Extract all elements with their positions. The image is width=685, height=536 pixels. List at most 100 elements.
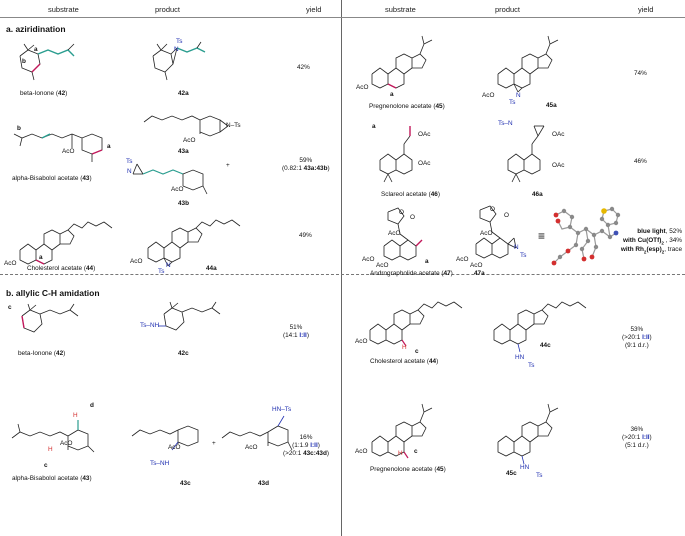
site-label-a: a <box>34 46 38 53</box>
aco-label: AcO <box>480 230 493 237</box>
n-label: N <box>127 168 132 175</box>
ts-n-label: Ts–N <box>498 120 513 127</box>
h-label: H <box>402 344 407 351</box>
hn-ts-label: HN–Ts <box>272 406 292 413</box>
substrate-name: Cholesterol acetate (44) <box>370 358 439 365</box>
molecule-43b <box>132 163 208 195</box>
aco-label: AcO <box>362 256 375 263</box>
molecule-42c <box>158 301 221 331</box>
oac-label: OAc <box>418 160 431 167</box>
site-label-d: d <box>90 402 94 409</box>
h-label-II: H <box>73 412 78 419</box>
molecule-andrographolide-acetate <box>383 207 423 261</box>
header-substrate-left: substrate <box>48 5 79 14</box>
ts-label: Ts <box>528 362 535 369</box>
yield-value: 49% <box>299 232 312 239</box>
product-number: 45c <box>506 470 517 477</box>
product-number: 43c <box>180 480 191 487</box>
molecule-43a <box>143 115 229 137</box>
molecule-beta-ionone <box>19 43 75 81</box>
molecule-alpha-bisabolol-acetate <box>13 133 103 162</box>
n-ts-label: N–Ts <box>226 122 241 129</box>
n-label: N <box>516 92 521 99</box>
product-number: 47a <box>474 270 485 277</box>
molecule-44c <box>493 301 587 353</box>
product-number: 43d <box>258 480 270 487</box>
product-number: 46a <box>532 191 543 198</box>
yield-value: 59% (0.82:1 43a:43b) <box>282 157 330 172</box>
aco-label: AcO <box>171 186 184 193</box>
section-title-amidation: b. allylic C-H amidation <box>6 288 100 298</box>
n-label: N <box>514 244 519 251</box>
aco-label: AcO <box>168 444 181 451</box>
equivalence-sign: ≡ <box>538 229 546 243</box>
molecule-pregnenolone-acetate <box>371 35 433 89</box>
site-label-a: a <box>390 91 394 98</box>
molecule-45c <box>497 403 559 465</box>
o-label: O <box>490 206 495 213</box>
site-label-c: c <box>414 448 418 455</box>
substrate-name: alpha-Bisabolol acetate (43) <box>12 175 92 182</box>
yield-value: 46% <box>634 158 647 165</box>
oac-label: OAc <box>552 131 565 138</box>
product-number: 42a <box>178 90 189 97</box>
molecule-42a <box>152 41 206 81</box>
molecule-46a <box>507 125 545 183</box>
hn-label: HN <box>515 354 525 361</box>
header-yield-right: yield <box>638 5 654 14</box>
oac-label: OAc <box>418 131 431 138</box>
aco-label: AcO <box>355 338 368 345</box>
header-substrate-right: substrate <box>385 5 416 14</box>
aco-label: AcO <box>356 84 369 91</box>
header-yield-left: yield <box>306 5 322 14</box>
o-label: O <box>410 214 415 221</box>
column-divider <box>341 0 342 536</box>
yield-value: 42% <box>297 64 310 71</box>
substrate-name: Sclareol acetate (46) <box>381 191 440 198</box>
aco-label: AcO <box>130 258 143 265</box>
product-number: 43a <box>178 148 189 155</box>
aco-label: AcO <box>62 148 75 155</box>
aco-label: AcO <box>376 262 389 269</box>
o-label: O <box>399 209 404 216</box>
product-number: 44c <box>540 342 551 349</box>
molecule-beta-ionone <box>21 303 79 333</box>
header-divider <box>0 17 685 18</box>
h-label-I: H <box>48 446 53 453</box>
yield-value: 36% (>20:1 I:II) (5:1 d.r.) <box>622 426 652 449</box>
h-label: H <box>398 450 403 457</box>
product-number: 45a <box>546 102 557 109</box>
aco-label: AcO <box>245 444 258 451</box>
o-label: O <box>504 212 509 219</box>
ts-label: Ts <box>126 158 133 165</box>
site-label-a: a <box>372 123 376 130</box>
site-label-c: c <box>8 304 12 311</box>
molecule-47a <box>475 205 517 259</box>
crystal-structure-image <box>551 206 621 266</box>
site-label-c: c <box>415 348 419 355</box>
substrate-name: beta-Ionone (42) <box>18 350 66 357</box>
molecule-cholesterol-acetate <box>369 301 463 347</box>
molecule-alpha-bisabolol-acetate <box>11 420 95 453</box>
aco-label: AcO <box>470 262 483 269</box>
aco-label: AcO <box>4 260 17 267</box>
plus-sign: + <box>226 162 230 169</box>
substrate-name: beta-Ionone (42) <box>20 90 68 97</box>
yield-value: 53% (>20:1 I:II) (9:1 d.r.) <box>622 326 652 349</box>
ts-label: Ts <box>536 472 543 479</box>
site-label-a: a <box>107 143 111 150</box>
substrate-name: Cholesterol acetate (44) <box>27 265 96 272</box>
molecule-pregnenolone-acetate <box>371 403 433 459</box>
molecule-cholesterol-acetate <box>19 221 113 265</box>
product-number: 43b <box>178 200 190 207</box>
aco-label: AcO <box>388 230 401 237</box>
section-title-aziridination: a. aziridination <box>6 24 66 34</box>
hn-label: HN <box>520 464 530 471</box>
aco-label: AcO <box>60 440 73 447</box>
ts-label: Ts <box>509 99 516 106</box>
n-label: N <box>166 262 171 269</box>
oac-label: OAc <box>552 162 565 169</box>
ts-label: Ts <box>176 38 183 45</box>
molecule-43d <box>221 415 293 451</box>
molecule-sclareol-acetate <box>379 126 413 183</box>
